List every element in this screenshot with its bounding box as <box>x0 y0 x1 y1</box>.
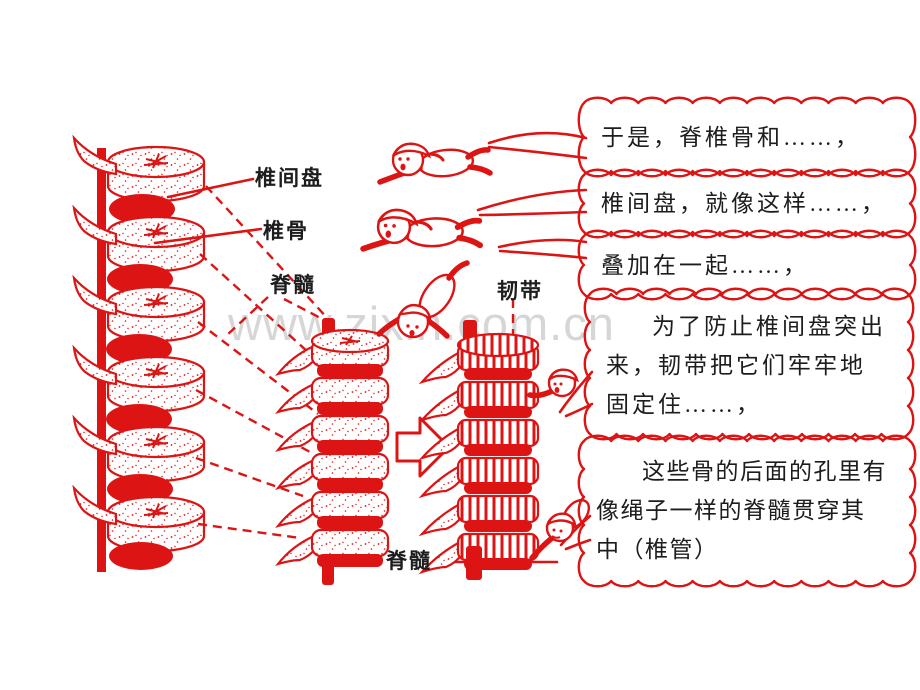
label-ligament: 韧带 <box>497 279 543 303</box>
diving-baby <box>376 260 470 339</box>
label-spinal-cord: 脊髓 <box>270 273 316 297</box>
speech-bubble-5-text: 这些骨的后面的孔里有 像绳子一样的脊髓贯穿其 中（椎管） <box>596 459 887 562</box>
speech-bubble-3: 叠加在一起……， <box>577 229 917 301</box>
peeking-baby-1 <box>527 368 579 399</box>
speech-bubble-2: 椎间盘，就像这样……， <box>577 168 917 239</box>
bubble-cloud-border <box>577 229 917 301</box>
bubble-cloud-border <box>577 168 917 239</box>
transform-arrow-icon <box>395 416 451 478</box>
speech-bubble-1: 于是，脊椎骨和……， <box>577 96 917 178</box>
right-spine-ligament <box>420 320 540 580</box>
speech-bubble-4: 为了防止椎间盘突出 来，韧带把它们牢牢地 固定住……， <box>583 287 915 441</box>
bubble-cloud-border <box>577 96 917 178</box>
speech-bubble-4-text: 为了防止椎间盘突出 来，韧带把它们牢牢地 固定住……， <box>606 314 886 417</box>
middle-spine-stacked <box>276 318 390 585</box>
label-vertebra: 椎骨 <box>263 219 309 243</box>
flying-baby-2 <box>363 208 482 255</box>
label-intervertebral-disc: 椎间盘 <box>255 166 324 190</box>
left-spine-exploded <box>72 136 206 572</box>
spinal-cord-rod <box>97 148 106 572</box>
label-spinal-cord-bottom: 脊髓 <box>386 549 432 573</box>
bubble-cloud-border <box>577 434 917 588</box>
speech-bubble-2-text: 椎间盘，就像这样……， <box>601 191 887 216</box>
speech-bubble-5: 这些骨的后面的孔里有 像绳子一样的脊髓贯穿其 中（椎管） <box>577 434 917 588</box>
speech-bubble-1-text: 于是，脊椎骨和……， <box>601 124 861 150</box>
flying-baby-1 <box>380 144 490 182</box>
speech-bubble-3-text: 叠加在一起……， <box>601 252 809 278</box>
peeking-baby-2 <box>529 498 591 561</box>
